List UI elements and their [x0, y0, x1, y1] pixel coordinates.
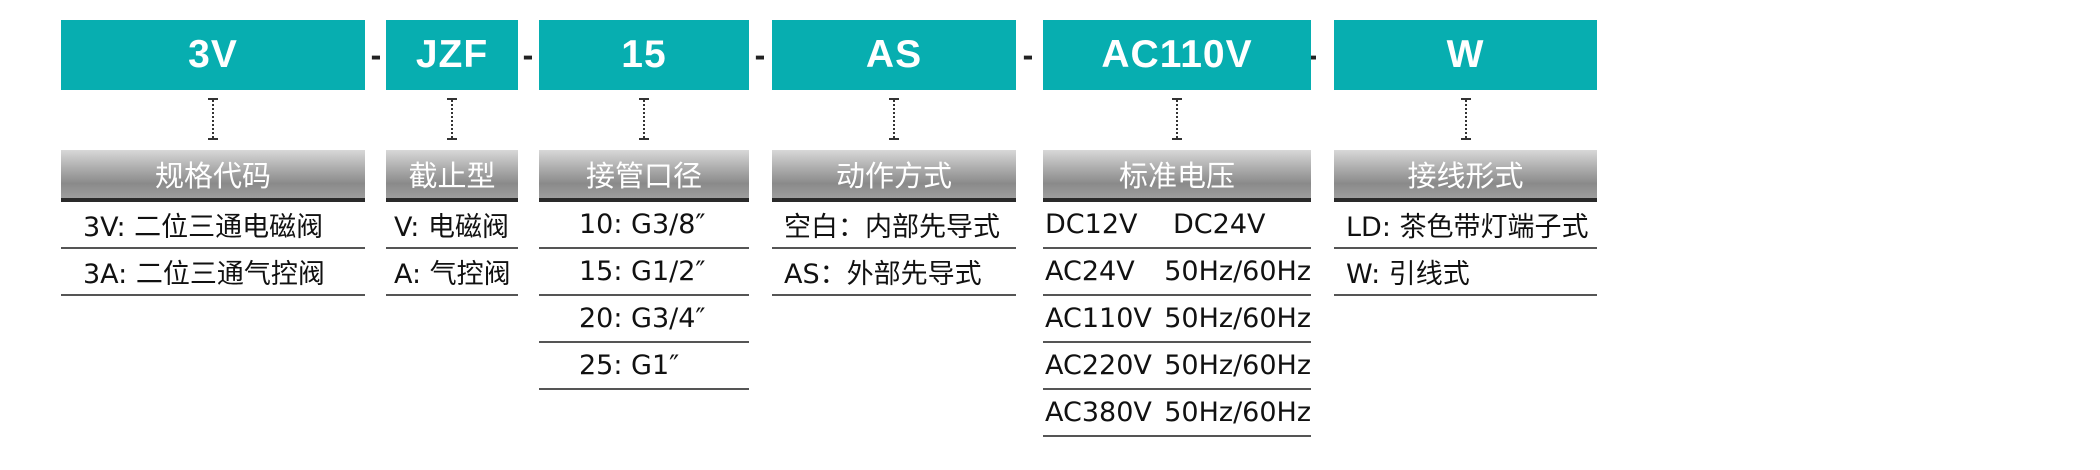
- connector-line: [1334, 90, 1597, 150]
- list-item: AS：外部先导式: [772, 249, 1016, 296]
- list-item: W: 引线式: [1334, 249, 1597, 296]
- list-item: A: 气控阀: [386, 249, 518, 296]
- action-mode-column: AS 动作方式 空白：内部先导式 AS：外部先导式: [772, 20, 1016, 296]
- header-spec-code: 规格代码: [61, 150, 365, 202]
- table-row: AC24V 50Hz/60Hz: [1043, 249, 1311, 296]
- frequency-value: 50Hz/60Hz: [1164, 350, 1311, 381]
- list-item: V: 电磁阀: [386, 202, 518, 249]
- frequency-value: 50Hz/60Hz: [1164, 256, 1311, 287]
- code-box-spec: 3V: [61, 20, 365, 90]
- frequency-value: 50Hz/60Hz: [1164, 303, 1311, 334]
- connector-line: [772, 90, 1016, 150]
- header-cutoff-type: 截止型: [386, 150, 518, 202]
- voltage-column: AC110V 标准电压 DC12V DC24V AC24V 50Hz/60Hz …: [1043, 20, 1311, 437]
- list-item: 20: G3/4″: [539, 296, 749, 343]
- wiring-type-column: W 接线形式 LD: 茶色带灯端子式 W: 引线式: [1334, 20, 1597, 296]
- connector-line: [1043, 90, 1311, 150]
- list-item: 15: G1/2″: [539, 249, 749, 296]
- voltage-value: AC380V: [1045, 397, 1152, 428]
- voltage-value: AC110V: [1045, 303, 1152, 334]
- list-item: LD: 茶色带灯端子式: [1334, 202, 1597, 249]
- voltage-value: AC220V: [1045, 350, 1152, 381]
- list-item: 10: G3/8″: [539, 202, 749, 249]
- table-row: DC12V DC24V: [1043, 202, 1311, 249]
- code-box-port: 15: [539, 20, 749, 90]
- code-box-voltage: AC110V: [1043, 20, 1311, 90]
- header-port-size: 接管口径: [539, 150, 749, 202]
- port-size-column: 15 接管口径 10: G3/8″ 15: G1/2″ 20: G3/4″ 25…: [539, 20, 749, 390]
- separator-2: -: [522, 36, 534, 73]
- voltage-value: DC12V: [1045, 209, 1138, 240]
- header-wiring-type: 接线形式: [1334, 150, 1597, 202]
- connector-line: [61, 90, 365, 150]
- separator-5: -: [1306, 36, 1318, 73]
- frequency-value: 50Hz/60Hz: [1164, 397, 1311, 428]
- separator-3: -: [754, 36, 766, 73]
- code-box-action: AS: [772, 20, 1016, 90]
- frequency-value: DC24V: [1173, 209, 1266, 240]
- list-item: 25: G1″: [539, 343, 749, 390]
- code-box-cutoff: JZF: [386, 20, 518, 90]
- connector-line: [386, 90, 518, 150]
- code-box-wiring: W: [1334, 20, 1597, 90]
- table-row: AC110V 50Hz/60Hz: [1043, 296, 1311, 343]
- header-standard-voltage: 标准电压: [1043, 150, 1311, 202]
- table-row: AC380V 50Hz/60Hz: [1043, 390, 1311, 437]
- separator-4: -: [1022, 36, 1034, 73]
- header-action-mode: 动作方式: [772, 150, 1016, 202]
- cutoff-type-column: JZF 截止型 V: 电磁阀 A: 气控阀: [386, 20, 518, 296]
- list-item: 3V: 二位三通电磁阀: [61, 202, 365, 249]
- list-item: 3A: 二位三通气控阀: [61, 249, 365, 296]
- separator-1: -: [370, 36, 382, 73]
- connector-line: [539, 90, 749, 150]
- voltage-value: AC24V: [1045, 256, 1135, 287]
- table-row: AC220V 50Hz/60Hz: [1043, 343, 1311, 390]
- spec-code-column: 3V 规格代码 3V: 二位三通电磁阀 3A: 二位三通气控阀: [61, 20, 365, 296]
- list-item: 空白：内部先导式: [772, 202, 1016, 249]
